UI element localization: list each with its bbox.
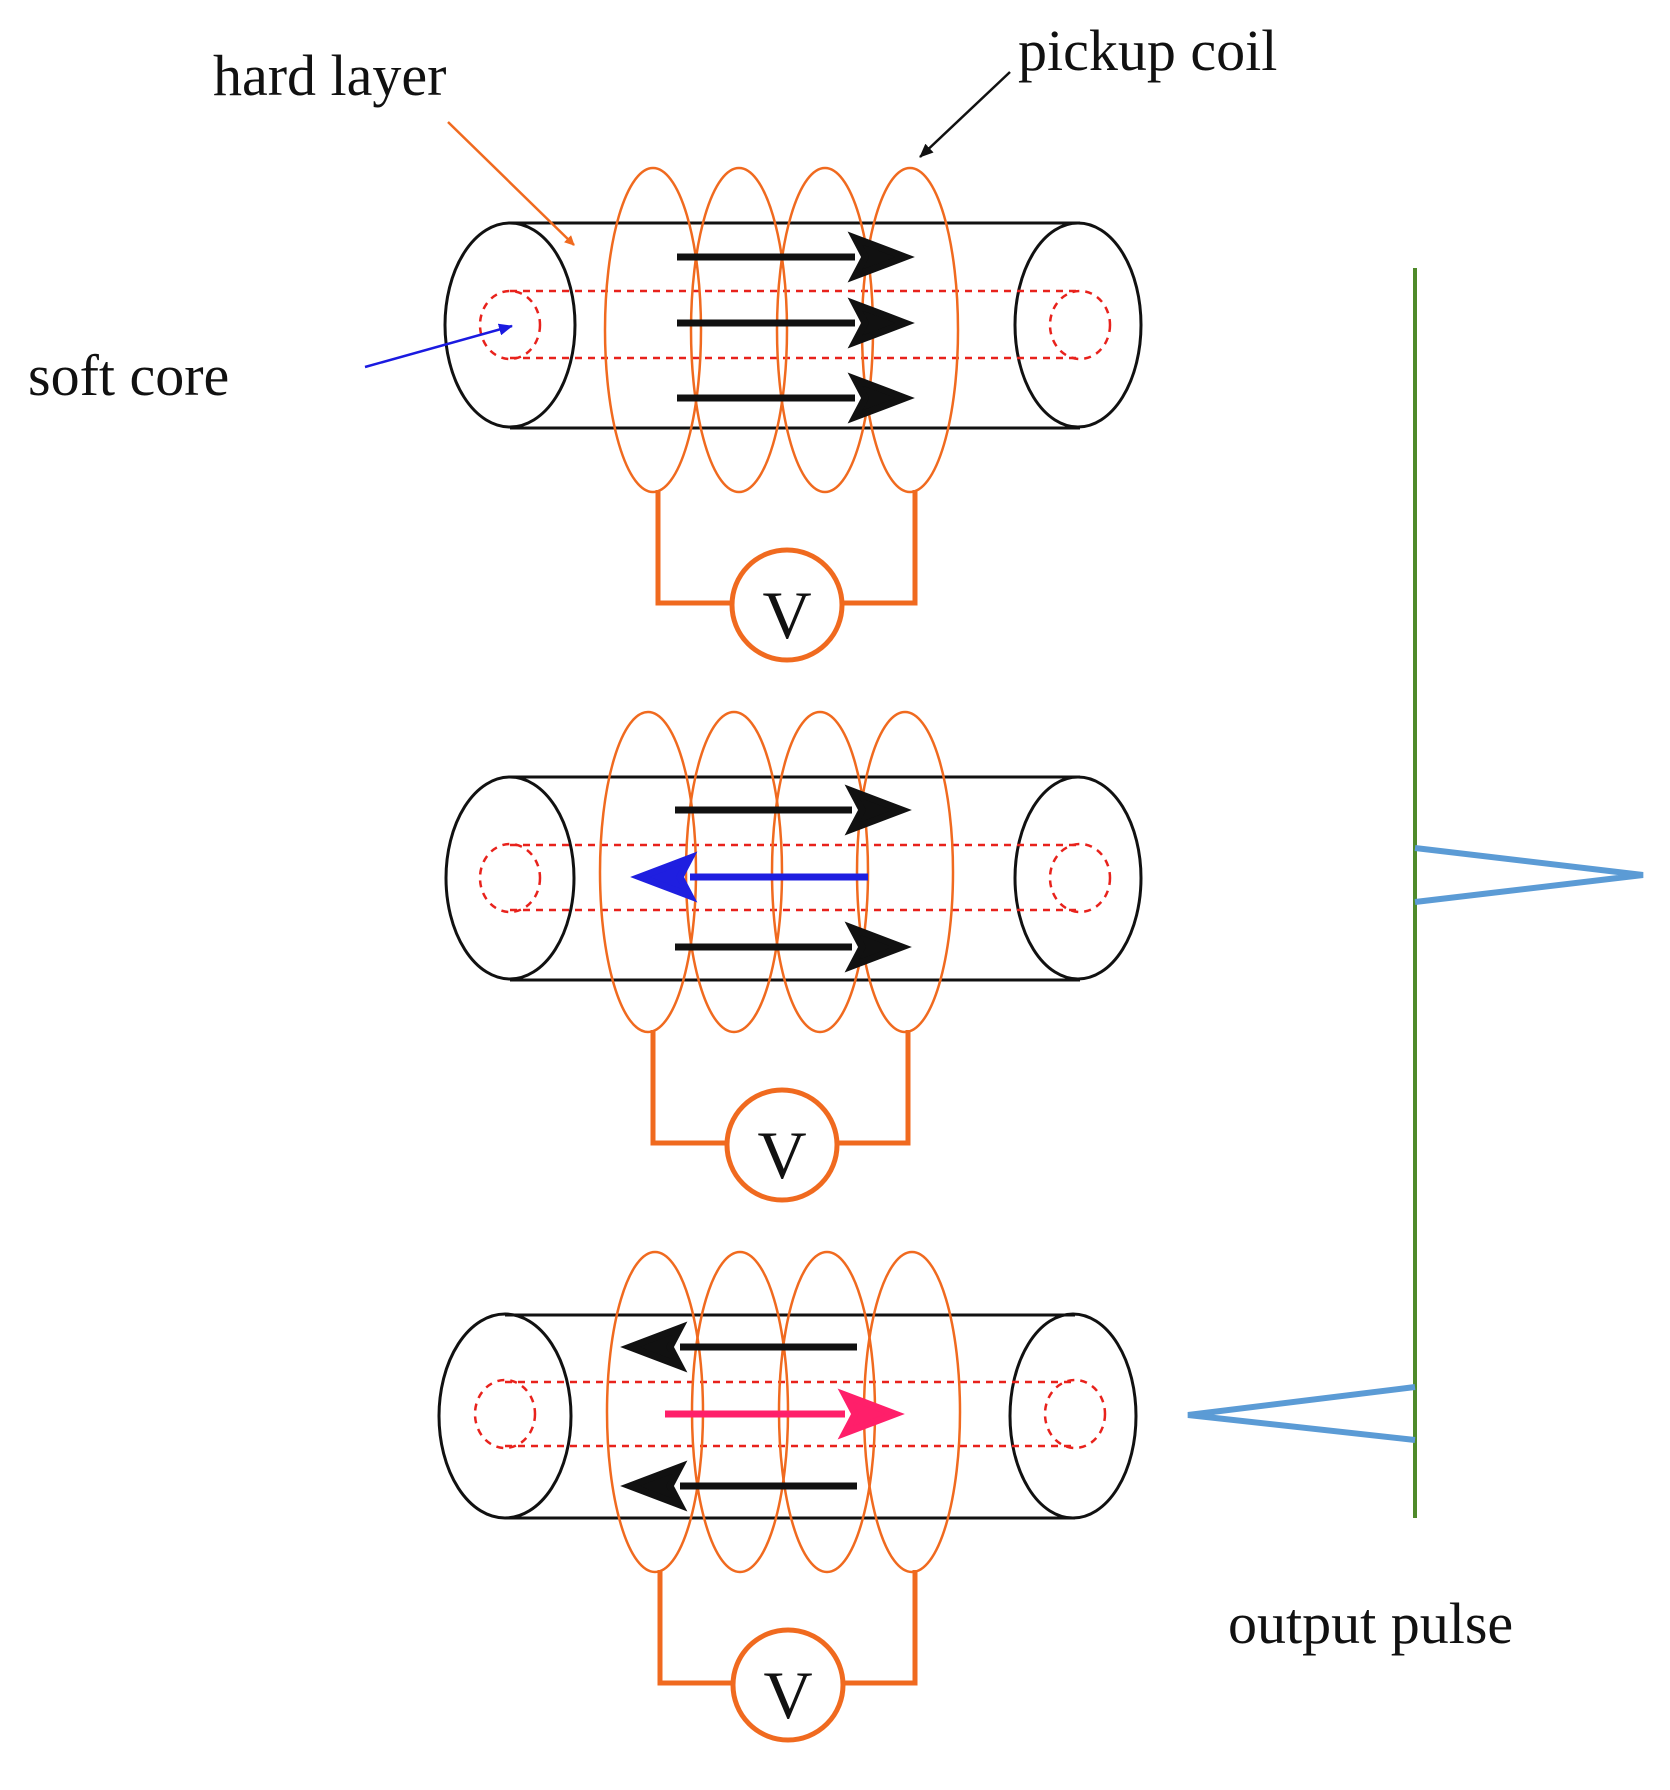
- pickup-coil-loops: [603, 166, 960, 494]
- cylinder-body: [443, 221, 1143, 430]
- stage-2-wire: V: [444, 710, 1143, 1203]
- hard-layer-label: hard layer: [213, 43, 446, 108]
- soft-core-outline: [478, 842, 1112, 914]
- soft-core-label: soft core: [28, 343, 229, 408]
- arrowhead: [847, 231, 915, 283]
- core-right-end: [1043, 1378, 1107, 1450]
- output-timeline: [1187, 268, 1644, 1518]
- negative-pulse: [1187, 1384, 1416, 1443]
- pickup-coil-label: pickup coil: [1018, 18, 1277, 83]
- annotations: hard layer pickup coil soft core output …: [28, 18, 1513, 1656]
- arrowhead: [847, 372, 915, 424]
- voltmeter-circuit: V: [655, 490, 918, 663]
- pickup-coil-pointer: [919, 71, 1011, 158]
- cylinder-left-end: [437, 1312, 573, 1520]
- arrowhead: [837, 1388, 905, 1440]
- cylinder-right-end: [1013, 221, 1143, 429]
- core-left-end: [478, 842, 542, 914]
- arrowhead: [844, 921, 912, 973]
- core-left-end: [473, 1378, 537, 1450]
- arrowhead: [847, 297, 915, 349]
- magnetization-arrows: [620, 1321, 905, 1512]
- voltmeter-label: V: [762, 577, 811, 653]
- voltmeter-circuit: V: [657, 1570, 918, 1743]
- cylinder-left-end: [444, 775, 576, 981]
- pickup-coil-loops: [598, 710, 955, 1034]
- hard-layer-pointer: [447, 121, 575, 246]
- arrowhead: [620, 1460, 688, 1512]
- magnetization-arrows: [630, 784, 912, 973]
- cylinder-right-end: [1013, 775, 1143, 981]
- arrowhead: [844, 784, 912, 836]
- cylinder-left-end: [443, 221, 577, 429]
- magnetization-arrows: [677, 231, 915, 424]
- stage-3-wire: V: [437, 1250, 1138, 1743]
- core-left-end: [478, 289, 542, 361]
- arrowhead: [630, 851, 698, 903]
- voltmeter: [724, 1087, 840, 1203]
- voltmeter: [729, 547, 845, 663]
- core-right-end: [1048, 842, 1112, 914]
- soft-core-pointer: [364, 323, 513, 369]
- soft-core-outline: [473, 1378, 1107, 1450]
- voltmeter-label: V: [763, 1657, 812, 1733]
- output-pulse-label: output pulse: [1228, 1591, 1513, 1656]
- stage-1-wire: V: [443, 166, 1143, 663]
- core-right-end: [1048, 289, 1112, 361]
- positive-pulse: [1414, 845, 1644, 905]
- arrowhead: [620, 1321, 688, 1373]
- cylinder-body: [444, 775, 1143, 982]
- voltmeter-label: V: [757, 1117, 806, 1193]
- voltmeter: [730, 1627, 846, 1743]
- cylinder-right-end: [1008, 1312, 1138, 1520]
- voltmeter-circuit: V: [650, 1030, 911, 1203]
